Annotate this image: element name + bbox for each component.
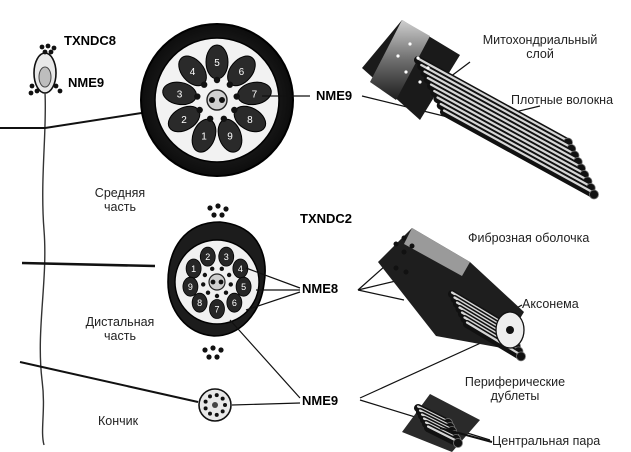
- tip-doublet: [215, 393, 219, 397]
- label-tip: Кончик: [98, 414, 138, 428]
- doublet: [221, 116, 227, 122]
- label-midpiece-line2: часть: [85, 200, 155, 214]
- distal-fiber-number: 8: [197, 298, 202, 308]
- label-txndc2: TXNDC2: [300, 212, 352, 227]
- distal-cross-section: 12 34 56 7 89: [168, 203, 265, 359]
- tip-doublet: [204, 406, 208, 410]
- tip-doublet: [221, 397, 225, 401]
- tip-doublet: [215, 413, 219, 417]
- dense-fiber-number: 8: [247, 115, 253, 126]
- dense-fiber-number: 5: [214, 58, 220, 69]
- label-distal-line2: часть: [74, 329, 166, 343]
- dense-fiber-number: 4: [190, 67, 196, 78]
- label-mitochondrial-line1: Митохондриальный: [460, 33, 620, 47]
- sperm-cell: [29, 44, 63, 445]
- distal-lower-dots: [202, 345, 223, 359]
- tip-doublet: [223, 403, 227, 407]
- distal-fiber: 4: [233, 259, 248, 278]
- label-mitochondrial-sheath: Митохондриальный слой: [460, 33, 620, 62]
- distal-fiber-number: 3: [224, 252, 229, 262]
- dense-fiber-number: 1: [201, 132, 207, 143]
- label-mitochondrial-line2: слой: [460, 47, 620, 61]
- label-peripheral-line1: Периферические: [450, 375, 580, 389]
- label-central-pair: Центральная пара: [492, 434, 600, 448]
- doublet: [227, 273, 231, 277]
- doublet: [220, 267, 224, 271]
- dense-fiber-number: 9: [227, 132, 233, 143]
- tip-doublet: [204, 400, 208, 404]
- label-nme9-mid: NME9: [316, 89, 352, 104]
- label-txndc8: TXNDC8: [64, 34, 116, 49]
- doublet: [207, 116, 213, 122]
- distal-fiber-number: 6: [232, 298, 237, 308]
- doublet: [231, 107, 237, 113]
- distal-fiber-number: 4: [238, 264, 243, 274]
- dense-fiber-number: 6: [239, 67, 245, 78]
- label-peripheral-doublets: Периферические дублеты: [450, 375, 580, 404]
- doublet: [229, 282, 233, 286]
- doublet: [210, 267, 214, 271]
- label-fibrous-sheath: Фиброзная оболочка: [468, 231, 589, 245]
- sperm-nucleus: [39, 67, 51, 87]
- txndc2-dots: [207, 203, 228, 217]
- distal-fiber-number: 7: [214, 305, 219, 315]
- distal-fiber: 5: [236, 277, 251, 296]
- dense-fiber-number: 2: [181, 115, 187, 126]
- distal-fiber: 8: [192, 293, 207, 312]
- doublet: [206, 291, 210, 295]
- fibrous-sheath-3d: [378, 228, 526, 361]
- doublet: [201, 282, 205, 286]
- doublet: [224, 291, 228, 295]
- label-nme9-head: NME9: [68, 76, 104, 91]
- doublet: [227, 81, 233, 87]
- label-distal: Дистальная часть: [74, 315, 166, 344]
- tip-doublet: [208, 412, 212, 416]
- doublet: [203, 273, 207, 277]
- doublet: [233, 93, 239, 99]
- doublet: [201, 81, 207, 87]
- tip-cross-section: [199, 389, 231, 421]
- doublet: [196, 107, 202, 113]
- label-midpiece-line1: Средняя: [85, 186, 155, 200]
- distal-fiber: 9: [183, 277, 198, 296]
- sperm-tail: [40, 93, 45, 445]
- tip-doublet: [208, 394, 212, 398]
- dense-fiber-number: 7: [252, 89, 258, 100]
- distal-fiber-number: 9: [188, 282, 193, 292]
- distal-fiber: 1: [186, 259, 201, 278]
- label-axoneme: Аксонема: [522, 297, 579, 311]
- doublet: [215, 294, 219, 298]
- tip-doublet: [221, 409, 225, 413]
- label-nme9-bottom: NME9: [302, 394, 338, 409]
- distal-fiber: 2: [200, 247, 215, 266]
- distal-fiber: 7: [210, 300, 225, 319]
- distal-fiber: 6: [227, 293, 242, 312]
- label-peripheral-line2: дублеты: [450, 389, 580, 403]
- distal-fiber-number: 1: [191, 264, 196, 274]
- distal-fiber: 3: [219, 247, 234, 266]
- distal-fiber-number: 2: [205, 252, 210, 262]
- distal-fiber-number: 5: [241, 282, 246, 292]
- midpiece-cross-section: 1 2 34 5 67 8 9: [141, 24, 293, 176]
- dense-fiber: 5: [206, 45, 228, 79]
- label-midpiece: Средняя часть: [85, 186, 155, 215]
- doublet: [214, 77, 220, 83]
- label-distal-line1: Дистальная: [74, 315, 166, 329]
- dense-fiber-rods: [418, 59, 599, 200]
- dense-fiber-number: 3: [177, 89, 183, 100]
- doublet: [194, 93, 200, 99]
- label-dense-fibers: Плотные волокна: [511, 93, 613, 107]
- label-nme8: NME8: [302, 282, 338, 297]
